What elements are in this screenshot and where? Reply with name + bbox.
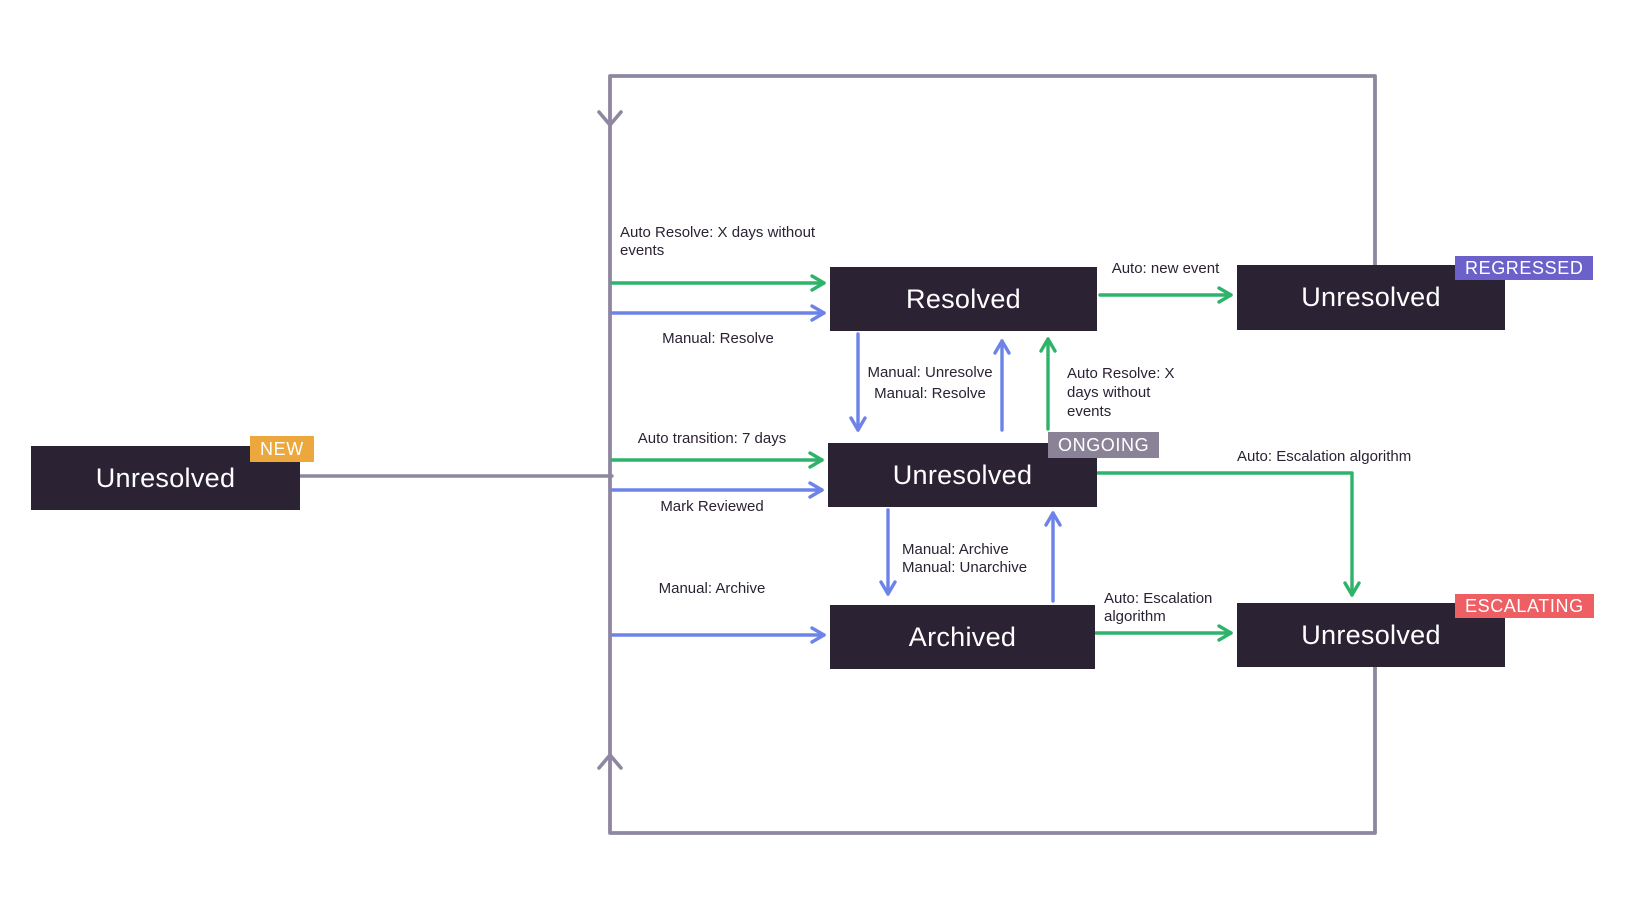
badge-new: NEW	[250, 436, 314, 462]
loop-outline	[608, 74, 1377, 835]
edge-label-auto-escalation-right: Auto: Escalation algorithm	[1237, 448, 1412, 465]
node-archived: Archived	[830, 605, 1095, 669]
badge-escalating: ESCALATING	[1455, 594, 1594, 618]
edge-label-manual-resolve-mid: Manual: Resolve	[874, 385, 986, 402]
edge-label-manual-unresolve: Manual: Unresolve	[867, 364, 993, 381]
arrow-auto-escalation-right	[1096, 471, 1361, 597]
node-unresolved-new: Unresolved	[31, 446, 300, 510]
loop-arrow-down-icon	[597, 110, 623, 127]
edge-label-auto-new-event: Auto: new event	[1111, 260, 1220, 277]
edge-label-mark-reviewed: Mark Reviewed	[660, 498, 764, 515]
edge-label-auto-escalation-bottom: Auto: Escalation algorithm	[1104, 590, 1213, 625]
edge-label-manual-unarchive: Manual: Unarchive	[902, 559, 1028, 576]
edge-label-manual-resolve-top: Manual: Resolve	[662, 330, 774, 347]
edge-label-manual-archive-bottom: Manual: Archive	[658, 580, 766, 597]
edge-label-auto-transition: Auto transition: 7 days	[637, 430, 787, 447]
loop-arrow-up-icon	[597, 753, 623, 770]
node-resolved: Resolved	[830, 267, 1097, 331]
edge-label-auto-resolve-top: Auto Resolve: X days without events	[620, 224, 816, 259]
badge-ongoing: ONGOING	[1048, 432, 1160, 458]
edge-label-auto-resolve-mid: Auto Resolve: X days without events	[1067, 365, 1175, 420]
edge-label-manual-archive-mid: Manual: Archive	[902, 541, 1009, 558]
badge-regressed: REGRESSED	[1455, 256, 1594, 280]
